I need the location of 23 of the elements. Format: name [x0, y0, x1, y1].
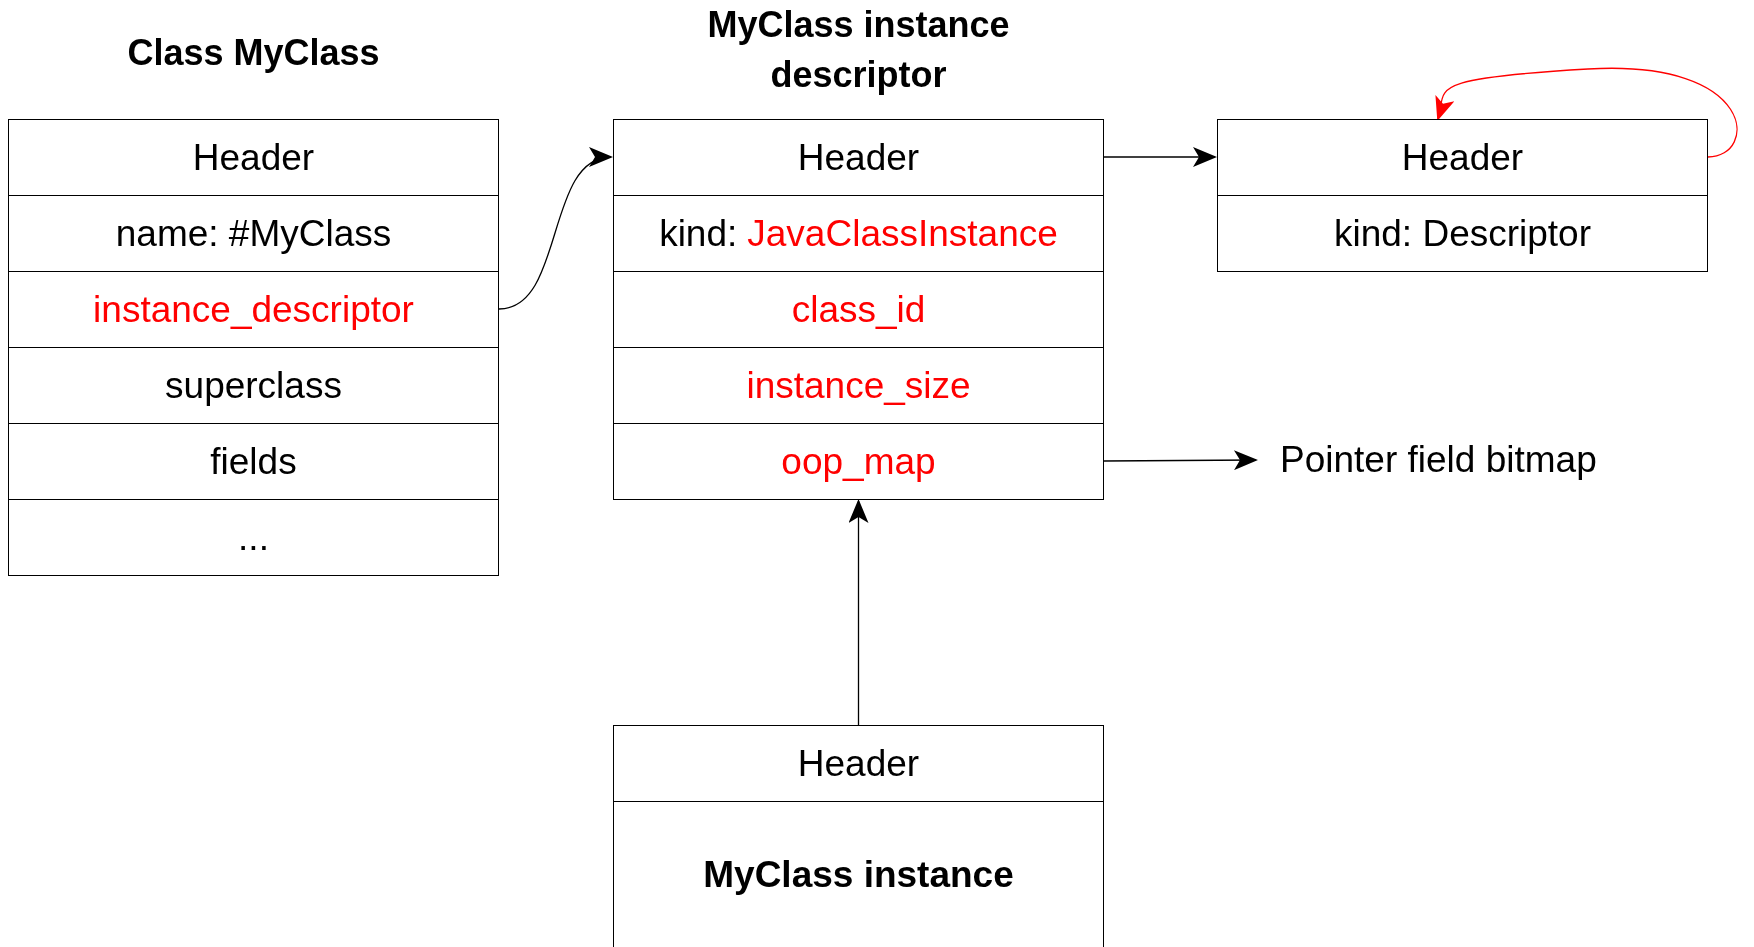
field-label: superclass [165, 364, 342, 407]
annotation-text: Pointer field bitmap [1280, 434, 1597, 486]
field-label: Header [797, 742, 920, 785]
field-label: instance_size [746, 364, 971, 407]
field-label: class_id [791, 288, 926, 331]
field-label: oop_map [781, 440, 936, 483]
field-label: fields [210, 440, 297, 483]
arrow [1103, 450, 1258, 471]
field-label: ... [238, 516, 269, 559]
field-label: kind: Descriptor [1334, 212, 1591, 255]
field-label: kind: [659, 212, 738, 255]
table-title: Class MyClass [127, 31, 380, 75]
arrow [1433, 67, 1738, 158]
field-label: Header [1401, 136, 1524, 179]
arrow [848, 499, 869, 726]
field-label: name: #MyClass [115, 212, 392, 255]
arrow [1103, 147, 1217, 167]
field-label: Header [797, 136, 920, 179]
field-label: instance_descriptor [93, 288, 414, 331]
field-label: JavaClassInstance [747, 212, 1058, 255]
table-title: MyClass instance descriptor [706, 3, 1011, 97]
field-label: Header [192, 136, 315, 179]
field-label: MyClass instance [703, 853, 1014, 896]
